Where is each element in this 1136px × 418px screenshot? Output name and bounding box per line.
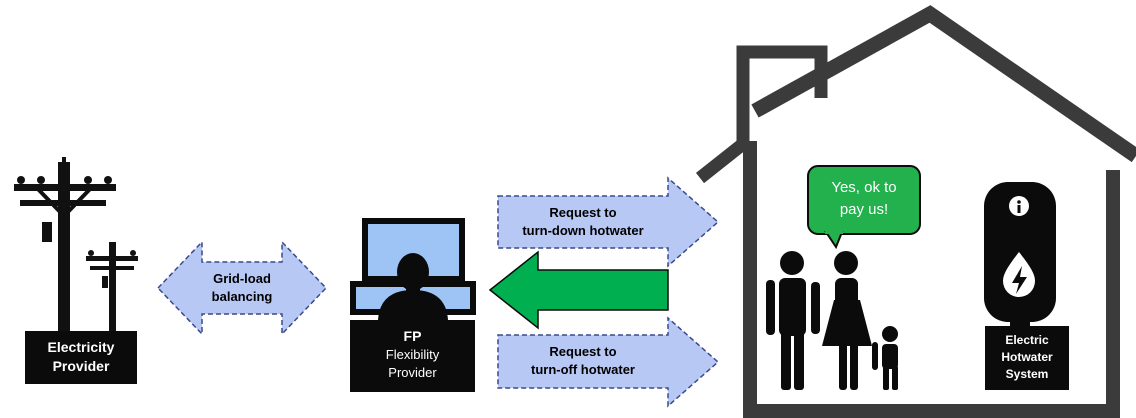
water-drop-bolt-icon — [1003, 252, 1035, 297]
speech-bubble-text: Yes, ok to pay us! — [808, 177, 920, 221]
request-bottom-line1: Request to — [549, 344, 617, 359]
grid-load-label: Grid-load balancing — [200, 270, 284, 306]
house-icon — [695, 5, 1136, 418]
request-bottom-arrow — [497, 316, 720, 408]
request-top-arrow — [497, 176, 720, 268]
speech-bubble-line1: Yes, ok to — [831, 179, 897, 196]
request-top-label: Request to turn-down hotwater — [500, 204, 666, 240]
hotwater-line2: Hotwater — [1001, 350, 1053, 364]
speech-bubble — [807, 165, 921, 250]
fp-line1: Flexibility — [385, 347, 440, 362]
request-bottom-line2: turn-off hotwater — [531, 362, 635, 377]
hotwater-system-box: Electric Hotwater System — [985, 326, 1069, 390]
utility-pole-icon — [14, 157, 138, 340]
electricity-provider-box: Electricity Provider — [25, 331, 137, 384]
grid-load-line1: Grid-load — [213, 271, 271, 286]
water-heater-icon — [984, 182, 1056, 326]
info-icon — [1009, 196, 1029, 216]
grid-load-line2: balancing — [211, 289, 273, 304]
family-icon — [766, 251, 898, 390]
hotwater-line1: Electric — [1005, 333, 1049, 347]
return-arrow — [488, 250, 669, 330]
flexibility-provider-box: FP Flexibility Provider — [350, 320, 475, 392]
speech-bubble-line2: pay us! — [839, 201, 889, 218]
operator-at-monitors-icon — [350, 218, 476, 320]
electricity-provider-line1: Electricity — [47, 339, 115, 355]
fp-line2: Provider — [388, 365, 437, 380]
request-top-line2: turn-down hotwater — [522, 223, 644, 238]
electricity-provider-line2: Provider — [52, 358, 110, 374]
grid-load-arrow — [156, 240, 328, 336]
fp-abbr: FP — [403, 328, 422, 344]
request-top-line1: Request to — [549, 205, 617, 220]
hotwater-line3: System — [1005, 367, 1049, 381]
request-bottom-label: Request to turn-off hotwater — [500, 343, 666, 379]
